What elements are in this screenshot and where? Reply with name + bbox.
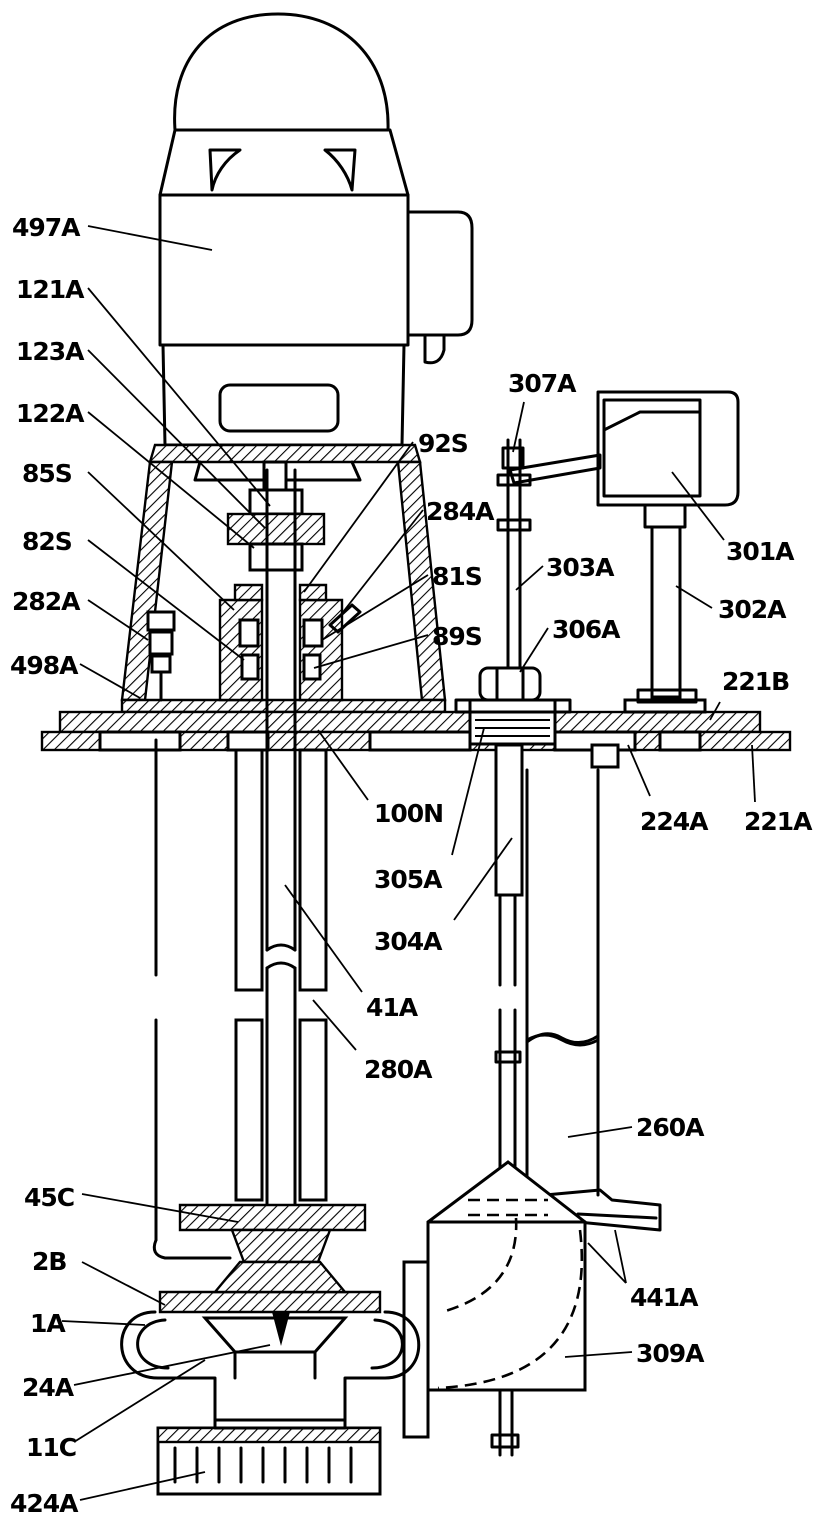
label-89S: 89S [432,622,482,651]
label-81S: 81S [432,562,482,591]
label-41A: 41A [366,993,419,1022]
label-302A: 302A [718,595,787,624]
motor [158,12,474,447]
label-45C: 45C [24,1183,74,1212]
label-221A: 221A [744,807,813,836]
coupling [226,460,326,572]
pump-casing [120,1203,421,1496]
label-24A: 24A [22,1373,75,1402]
label-1A: 1A [30,1309,66,1338]
label-282A: 282A [12,587,81,616]
label-123A: 123A [16,337,85,366]
strainer-slots [173,1446,353,1484]
switch-assembly [402,390,740,1457]
label-121A: 121A [16,275,85,304]
label-11C: 11C [26,1433,76,1462]
label-309A: 309A [636,1339,705,1368]
label-92S: 92S [418,429,468,458]
label-306A: 306A [552,615,621,644]
label-280A: 280A [364,1055,433,1084]
label-260A: 260A [636,1113,705,1142]
label-85S: 85S [22,459,72,488]
shaft-column [152,468,328,1260]
label-305A: 305A [374,865,443,894]
label-441A: 441A [630,1283,699,1312]
label-498A: 498A [10,651,79,680]
motor-stand [120,443,447,714]
label-301A: 301A [726,537,795,566]
label-497A: 497A [12,213,81,242]
label-303A: 303A [546,553,615,582]
label-122A: 122A [16,399,85,428]
label-100N: 100N [374,799,443,828]
label-224A: 224A [640,807,709,836]
leader-lines [61,225,756,1501]
label-82S: 82S [22,527,72,556]
label-284A: 284A [426,497,495,526]
reference-labels: 497A 121A 123A 122A 85S 82S 282A 498A 30… [10,213,814,1518]
label-221B: 221B [722,667,789,696]
label-307A: 307A [508,369,577,398]
label-424A: 424A [10,1489,79,1518]
label-304A: 304A [374,927,443,956]
label-2B: 2B [32,1247,66,1276]
